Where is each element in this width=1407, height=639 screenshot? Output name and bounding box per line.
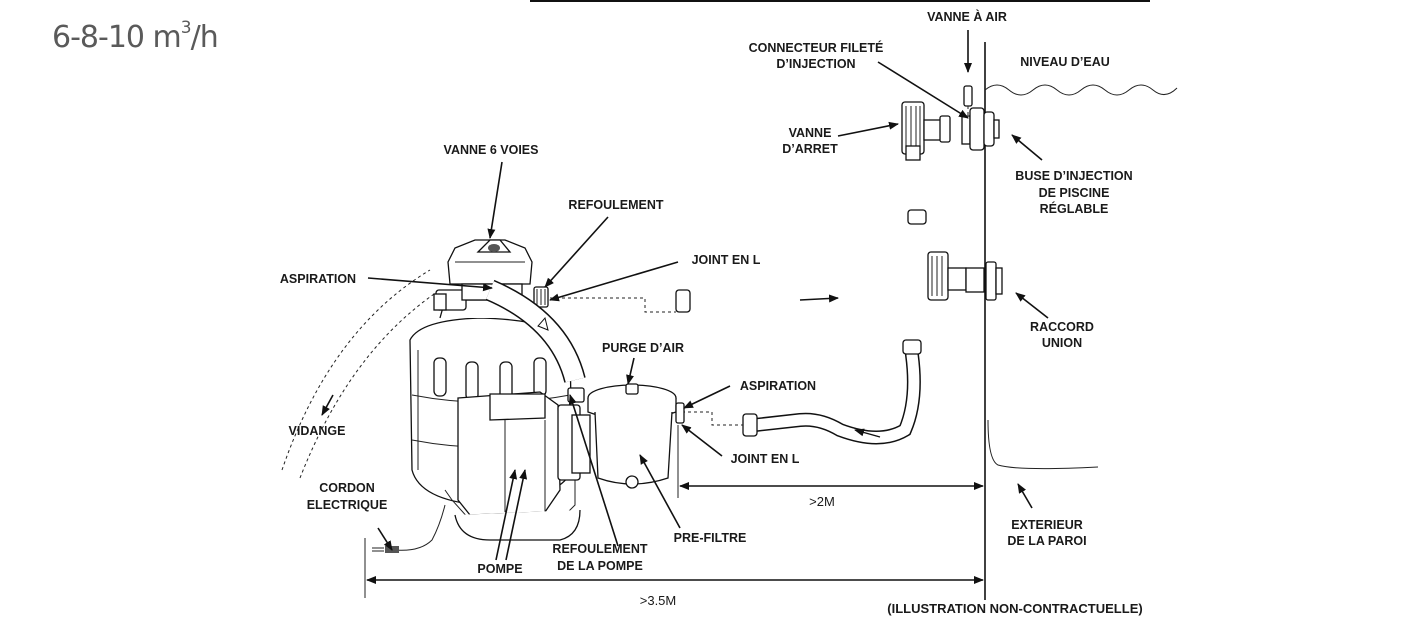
drain-curve-inner [299,289,441,479]
label-union-2: UNION [1042,336,1082,350]
label-l-joint-top: JOINT EN L [692,253,761,267]
flow-rate-prefix: 6-8-10 m [52,20,182,55]
label-air-valve: VANNE À AIR [927,9,1007,24]
label-threaded-connector-1: CONNECTEUR FILETÉ [749,40,884,55]
dimension-lines [364,425,984,598]
label-suction-bottom: ASPIRATION [740,379,816,393]
label-injection-nozzle-2: DE PISCINE [1039,186,1110,200]
flow-arrow-icon [537,316,549,331]
label-suction-top: ASPIRATION [280,272,356,286]
water-level-wave [984,84,1178,96]
union-connector [927,251,1003,301]
flow-rate-exponent: 3 [180,18,192,38]
label-shutoff-valve-1: VANNE [789,126,832,140]
label-air-purge: PURGE D’AIR [602,341,684,355]
label-shutoff-valve-2: D’ARRET [782,142,838,156]
suction-hose [742,339,922,445]
label-power-cord-2: ELECTRIQUE [307,498,388,512]
label-injection-nozzle-3: RÉGLABLE [1040,201,1109,216]
leader-arrows [367,30,1049,561]
disclaimer: (ILLUSTRATION NON-CONTRACTUELLE) [887,601,1142,616]
label-l-joint-bottom: JOINT EN L [731,452,800,466]
label-union-1: RACCORD [1030,320,1094,334]
label-injection-nozzle-1: BUSE D’INJECTION [1015,169,1132,183]
label-return: REFOULEMENT [568,198,664,212]
pre-filter [587,383,685,489]
label-water-level: NIVEAU D’EAU [1020,55,1110,69]
dimension-label-3-5m: >3.5M [640,593,677,608]
flow-rate-title: 6-8-10 m3/h [52,18,219,55]
label-threaded-connector-2: D’INJECTION [776,57,855,71]
label-pump-return-2: DE LA POMPE [557,559,643,573]
wall-exterior-curve [987,419,1099,470]
return-dashed-link [550,297,676,313]
suction-dashed-link [682,411,743,426]
power-cord [372,504,446,553]
air-purge-icon [625,383,639,395]
flow-rate-suffix: /h [190,20,219,55]
drain-arrow [321,394,334,416]
label-drain: VIDANGE [289,424,346,438]
label-wall-exterior-1: EXTERIEUR [1011,518,1083,532]
label-pump: POMPE [477,562,522,576]
label-pre-filter: PRE-FILTRE [674,531,747,545]
label-power-cord-1: CORDON [319,481,375,495]
return-hose [675,209,927,313]
label-wall-exterior-2: DE LA PAROI [1007,534,1086,548]
label-pump-return-1: REFOULEMENT [552,542,648,556]
air-valve-icon [963,85,973,107]
drain-curve-outer [281,269,431,471]
dimension-label-2m: >2M [809,494,835,509]
pump [444,387,591,541]
label-six-way-valve: VANNE 6 VOIES [444,143,539,157]
return-fitting [901,85,1000,161]
